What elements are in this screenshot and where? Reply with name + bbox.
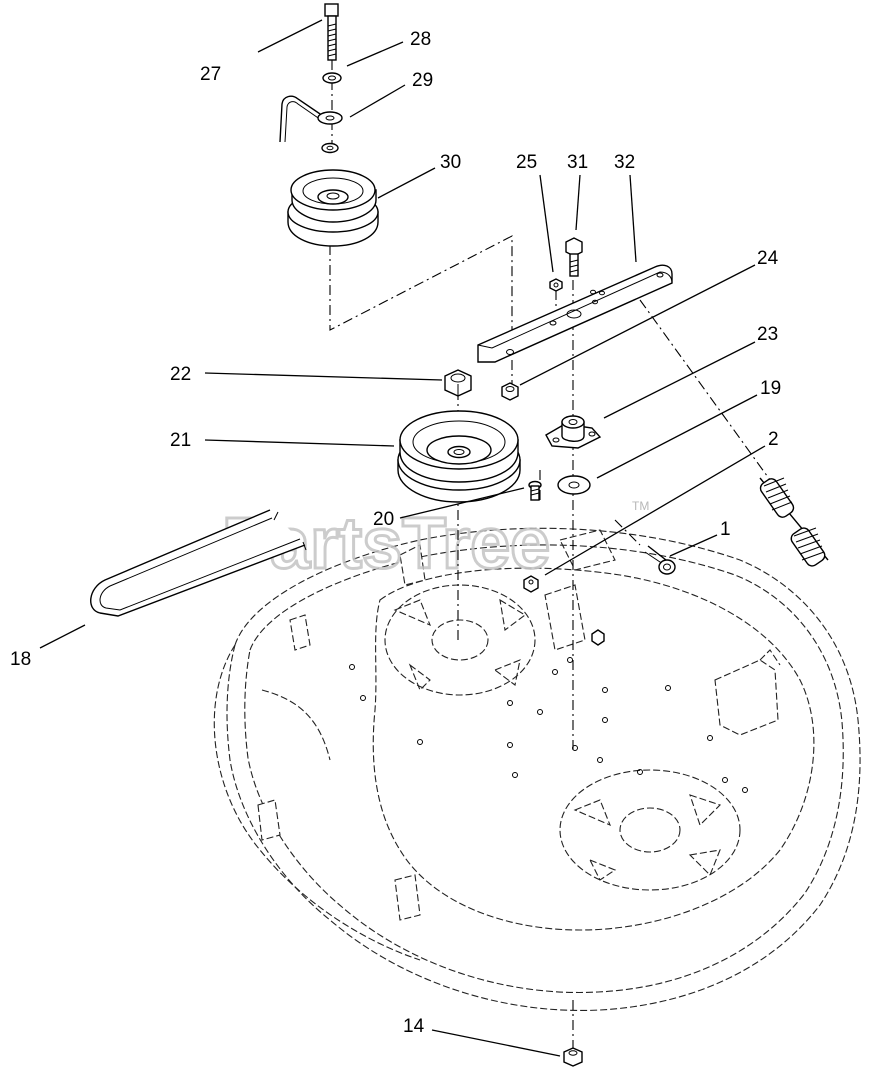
callout-2: 2 <box>768 429 779 450</box>
callout-29: 29 <box>412 70 433 91</box>
nut-22 <box>444 369 472 397</box>
leader-lines <box>39 19 766 1057</box>
bolt-27 <box>324 3 339 61</box>
screw-20 <box>528 480 542 501</box>
nut-24 <box>501 382 519 401</box>
callout-32: 32 <box>614 152 635 173</box>
callout-14: 14 <box>403 1016 425 1037</box>
callout-20: 20 <box>373 509 394 530</box>
drive-pulley-21 <box>397 410 521 503</box>
washer-small <box>321 142 339 154</box>
idler-arm-32 <box>477 264 673 363</box>
nut-14 <box>563 1047 583 1067</box>
idler-pulley-30 <box>287 169 379 247</box>
washer-19 <box>557 475 591 495</box>
callout-labels: 27 28 29 30 25 31 32 24 23 22 21 19 2 20… <box>10 29 781 1037</box>
callout-1: 1 <box>720 519 731 540</box>
callout-28: 28 <box>410 29 431 50</box>
spring <box>759 477 829 567</box>
callout-18: 18 <box>10 649 31 670</box>
callout-31: 31 <box>567 152 588 173</box>
drive-belt-18 <box>90 509 307 617</box>
washer-28 <box>322 72 342 84</box>
callout-27: 27 <box>200 64 221 85</box>
callout-30: 30 <box>440 152 461 173</box>
callout-19: 19 <box>760 378 781 399</box>
bolt-31 <box>565 237 583 277</box>
nut-2 <box>523 575 539 593</box>
nut-25 <box>549 278 563 292</box>
watermark-trademark: TM <box>632 499 649 513</box>
callout-23: 23 <box>757 324 778 345</box>
callout-24: 24 <box>757 248 779 269</box>
callout-22: 22 <box>170 364 191 385</box>
mower-deck <box>213 527 861 1012</box>
callout-25: 25 <box>516 152 537 173</box>
deck-nut <box>591 629 605 646</box>
callout-21: 21 <box>170 430 191 451</box>
hook-rod-29 <box>279 95 343 143</box>
spring-eye-1 <box>644 545 676 575</box>
pivot-bracket-23 <box>545 415 602 449</box>
